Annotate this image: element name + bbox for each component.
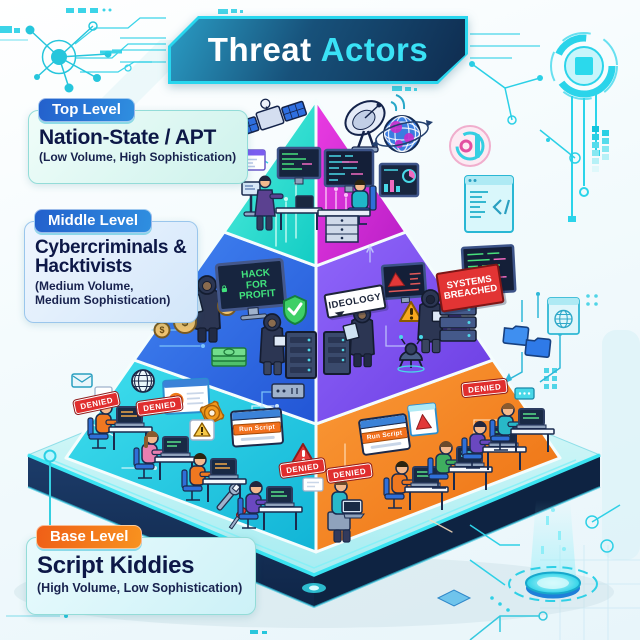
ai-chip-icon (449, 125, 491, 167)
hacker-figure (185, 275, 221, 343)
server-rack-icon (323, 331, 351, 375)
window-text-line (240, 435, 275, 442)
monitor-alert-icon (380, 261, 428, 304)
dot-grid (544, 294, 598, 389)
warning-triangle-icon (399, 301, 423, 322)
middle-level-name: Cybercriminals & Hacktivists (35, 237, 187, 278)
holo-disc-icon (469, 500, 621, 612)
chat-bubble-icon (302, 477, 324, 492)
globe-wireframe-icon (131, 369, 155, 393)
network-nodes-right (469, 61, 581, 164)
wrench-icon (216, 483, 242, 511)
equalizer-bars (592, 126, 609, 172)
cash-stack-icon (211, 347, 247, 367)
level-panel-middle: Middle Level Cybercriminals & Hacktivist… (24, 209, 198, 323)
banner-background (171, 19, 465, 81)
middle-level-subtitle: (Medium Volume, Medium Sophistication) (35, 278, 171, 307)
folder-icon (502, 325, 530, 346)
top-level-name: Nation-State / APT (39, 126, 216, 149)
level-panel-top: Top Level Nation-State / APT (Low Volume… (28, 98, 248, 184)
circuit-trace-icon (0, 8, 166, 73)
folder-icon (524, 337, 552, 358)
code-window-icon (464, 175, 514, 233)
svg-text:$: $ (159, 325, 164, 335)
chat-tag-icon (514, 387, 535, 400)
server-rack-icon (285, 331, 317, 379)
base-level-name: Script Kiddies (37, 552, 195, 579)
envelope-icon (71, 373, 93, 388)
network-device-icon (271, 383, 305, 399)
warning-bubble-icon (189, 419, 215, 441)
browser-globe-icon (547, 297, 580, 335)
monitor-analytics-icon (378, 162, 420, 198)
top-level-subtitle: (Low Volume, High Sophistication) (39, 150, 237, 165)
script-kiddie-figure (237, 481, 303, 530)
title-banner: Threat Actors (168, 16, 468, 84)
monitor-code-icon (276, 146, 322, 185)
title-part-1: Threat (207, 31, 312, 68)
desk-drawers (317, 209, 371, 243)
level-panel-base: Base Level Script Kiddies (High Volume, … (26, 525, 256, 615)
run-script-window: Run Script (357, 412, 412, 457)
bottom-traces (6, 589, 548, 640)
script-kiddie-figure (181, 453, 247, 502)
run-script-window: Run Script (229, 407, 285, 448)
analyst-figure (254, 175, 284, 231)
top-level-badge: Top Level (38, 98, 135, 122)
globe-icon (371, 115, 433, 153)
base-level-badge: Base Level (36, 525, 143, 549)
monitor-hack-frame (214, 257, 288, 321)
monitor-alert-window-icon (407, 402, 439, 437)
shield-check-icon (283, 294, 307, 326)
monitor-code-icon (323, 148, 375, 193)
hack-for-profit-text: HACK FOR PROFIT (238, 267, 277, 303)
middle-level-badge: Middle Level (34, 209, 153, 233)
script-kiddie-figure (327, 479, 365, 543)
robot-icon (397, 335, 425, 373)
script-kiddie-figure (133, 431, 199, 480)
script-kiddie-figure (489, 403, 555, 452)
page-title: Threat Actors (168, 16, 468, 84)
banner-side-traces (112, 9, 540, 91)
title-part-2: Actors (320, 31, 429, 68)
run-script-button: Run Script (360, 426, 410, 445)
window-text-line (370, 441, 402, 450)
lock-icon (221, 284, 228, 292)
satellite-dish-icon (344, 94, 406, 153)
base-level-subtitle: (High Volume, Low Sophistication) (37, 581, 243, 596)
tech-emblem-icon (550, 32, 618, 222)
run-script-button: Run Script (232, 421, 282, 436)
hack-for-profit-sign: HACK FOR PROFIT (219, 264, 284, 307)
network-node-icon (25, 21, 112, 93)
money-bag-icon: $ (153, 321, 171, 339)
